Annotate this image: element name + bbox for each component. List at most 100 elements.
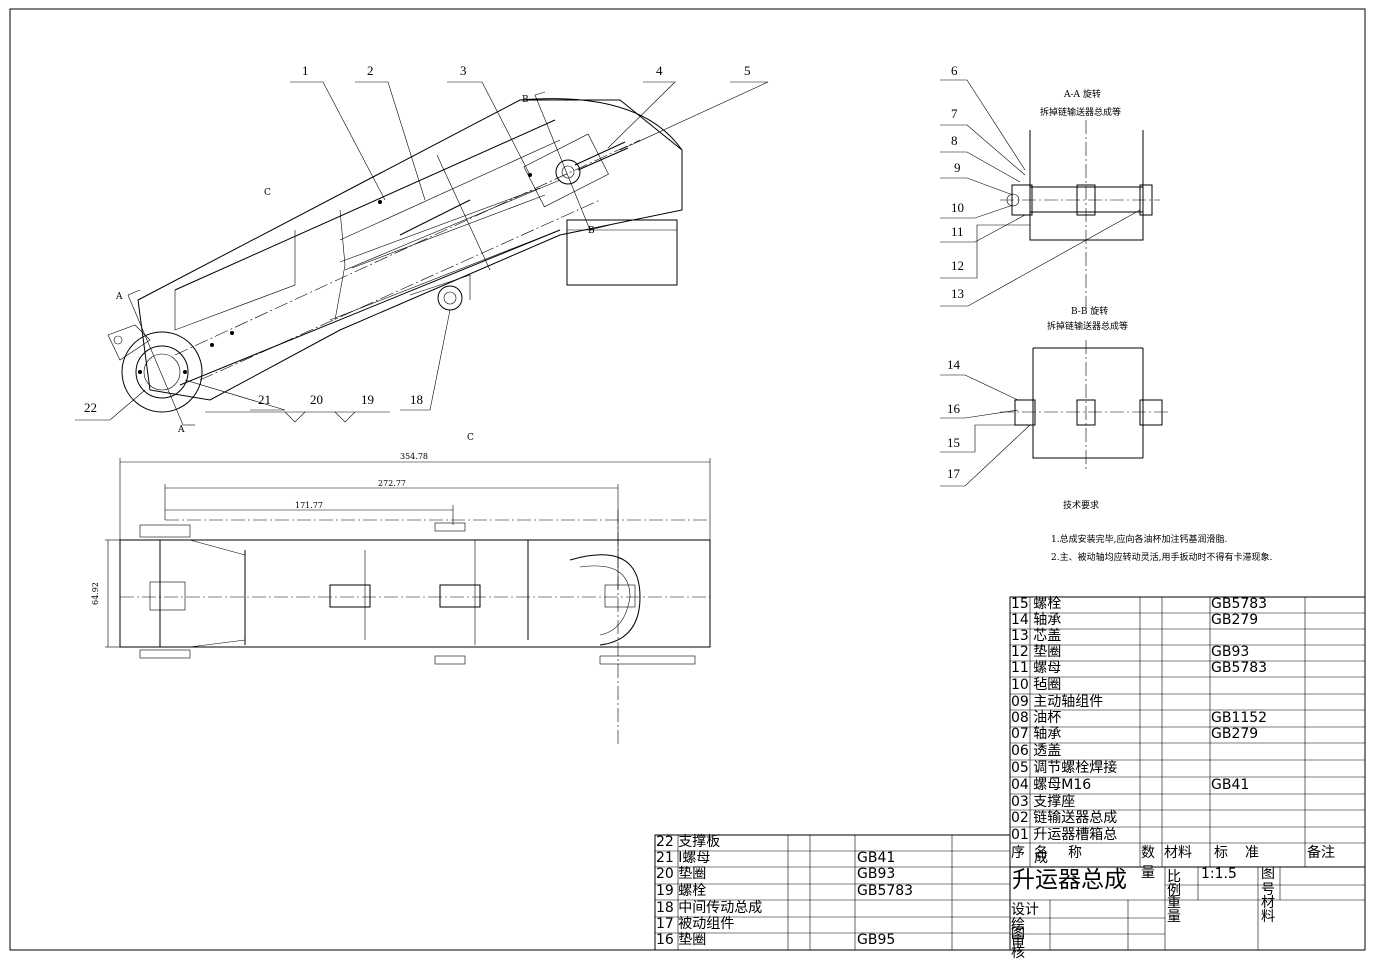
- part-name: 毡圈: [1033, 677, 1062, 693]
- part-name: 链输送器总成: [1033, 810, 1118, 826]
- callout-22: 22: [84, 400, 97, 415]
- dimension-sprocket-span: 171.77: [295, 501, 323, 510]
- header-material: 材料: [1164, 845, 1192, 861]
- table-row: 05 调节螺栓焊接: [1011, 761, 1117, 776]
- table-row: 21 I螺母: [656, 851, 710, 866]
- part-standard: GB5783: [1211, 660, 1268, 676]
- label-li: 例: [1167, 883, 1181, 899]
- part-name: 垫圈: [678, 866, 707, 882]
- part-name: 中间传动总成: [678, 900, 763, 916]
- view-title-aa: A-A 旋转: [1064, 90, 1101, 100]
- part-no: 22: [656, 834, 674, 850]
- table-row: 13 芯盖: [1011, 629, 1061, 644]
- parts-table-right-lines: [1009, 596, 1366, 951]
- part-standard: GB5783: [1211, 596, 1268, 612]
- label-hao: 号: [1261, 882, 1275, 898]
- part-no: 07: [1011, 726, 1029, 742]
- part-no: 20: [656, 866, 674, 882]
- header-seq: 序: [1011, 845, 1025, 861]
- part-name: 支撑座: [1033, 794, 1076, 810]
- callout-20: 20: [310, 392, 323, 407]
- parts-table-left-lines: [654, 834, 1011, 951]
- section-mark-a-lower: A: [178, 425, 185, 435]
- callout-7: 7: [951, 106, 958, 121]
- part-name: 垫圈: [678, 932, 707, 948]
- part-name: 螺母M16: [1033, 777, 1092, 793]
- header-note: 备注: [1307, 845, 1335, 861]
- scale-value: 1:1.5: [1201, 866, 1237, 882]
- callout-16: 16: [947, 401, 960, 416]
- part-name: 芯盖: [1033, 628, 1062, 644]
- callout-6: 6: [951, 63, 958, 78]
- tech-requirement-1: 1.总成安装完毕,应向各油杯加注钙基润滑脂.: [1051, 535, 1228, 545]
- header-name-b: 称: [1068, 845, 1082, 861]
- callout-4: 4: [656, 63, 663, 78]
- section-mark-c-under: C: [467, 433, 474, 443]
- table-row: 03 支撑座: [1011, 795, 1075, 810]
- inclined-elevator-view: [75, 81, 769, 426]
- table-row: 01 升运器槽箱总: [1011, 828, 1117, 843]
- label-tu: 图: [1261, 866, 1275, 882]
- header-std-a: 标: [1214, 845, 1228, 861]
- callout-9: 9: [954, 160, 961, 175]
- part-standard: GB93: [1211, 644, 1250, 660]
- header-name-a: 名: [1034, 845, 1048, 861]
- callout-11: 11: [951, 224, 964, 239]
- table-row: 11 螺母: [1011, 661, 1061, 676]
- part-standard: GB95: [857, 932, 896, 948]
- part-name: 支撑板: [678, 834, 721, 850]
- part-standard: GB279: [1211, 726, 1259, 742]
- label-bi: 比: [1167, 869, 1181, 885]
- callout-15: 15: [947, 435, 960, 450]
- table-row: 07 轴承: [1011, 727, 1061, 742]
- section-mark-b: B: [522, 95, 529, 105]
- dimension-overall: 354.78: [400, 452, 428, 461]
- dimension-shaft-span: 272.77: [378, 479, 406, 488]
- label-tu2: 图: [1011, 926, 1025, 942]
- part-name: 垫圈: [1033, 644, 1062, 660]
- part-name: 轴承: [1033, 612, 1062, 628]
- table-row: 19 螺栓: [656, 884, 706, 899]
- part-standard: GB41: [857, 850, 896, 866]
- part-standard: GB5783: [857, 883, 914, 899]
- part-name: 轴承: [1033, 726, 1062, 742]
- label-shen: 审: [1011, 934, 1025, 950]
- callout-2: 2: [367, 63, 374, 78]
- part-standard: GB41: [1211, 777, 1250, 793]
- section-mark-a: A: [116, 292, 123, 302]
- part-name: 升运器槽箱总: [1033, 827, 1118, 843]
- part-no: 15: [1011, 596, 1029, 612]
- part-no: 18: [656, 900, 674, 916]
- callout-8: 8: [951, 133, 958, 148]
- part-no: 11: [1011, 660, 1029, 676]
- part-no: 19: [656, 883, 674, 899]
- table-row: 20 垫圈: [656, 867, 706, 882]
- table-row: 18 中间传动总成: [656, 901, 762, 916]
- header-cheng: 成: [1034, 850, 1048, 866]
- part-name: 螺栓: [678, 883, 707, 899]
- callout-10: 10: [951, 200, 964, 215]
- part-name: 被动组件: [678, 916, 735, 932]
- part-no: 05: [1011, 760, 1029, 776]
- table-row: 06 透盖: [1011, 744, 1061, 759]
- part-no: 02: [1011, 810, 1029, 826]
- part-name: 调节螺栓焊接: [1033, 760, 1118, 776]
- callout-5: 5: [744, 63, 751, 78]
- label-zhong: 重: [1167, 895, 1181, 911]
- section-mark-b-lower: B: [588, 226, 595, 236]
- label-he: 核: [1011, 945, 1025, 960]
- label-cai: 材: [1261, 895, 1275, 911]
- callout-13: 13: [951, 286, 964, 301]
- part-no: 12: [1011, 644, 1029, 660]
- part-name: 主动轴组件: [1033, 694, 1104, 710]
- part-name: 透盖: [1033, 743, 1062, 759]
- table-row: 10 毡圈: [1011, 678, 1061, 693]
- header-std-b: 准: [1245, 845, 1259, 861]
- table-row: 17 被动组件: [656, 917, 734, 932]
- section-bb-view: [940, 340, 1170, 487]
- part-no: 14: [1011, 612, 1029, 628]
- plan-view: [105, 458, 711, 745]
- part-standard: GB93: [857, 866, 896, 882]
- part-no: 06: [1011, 743, 1029, 759]
